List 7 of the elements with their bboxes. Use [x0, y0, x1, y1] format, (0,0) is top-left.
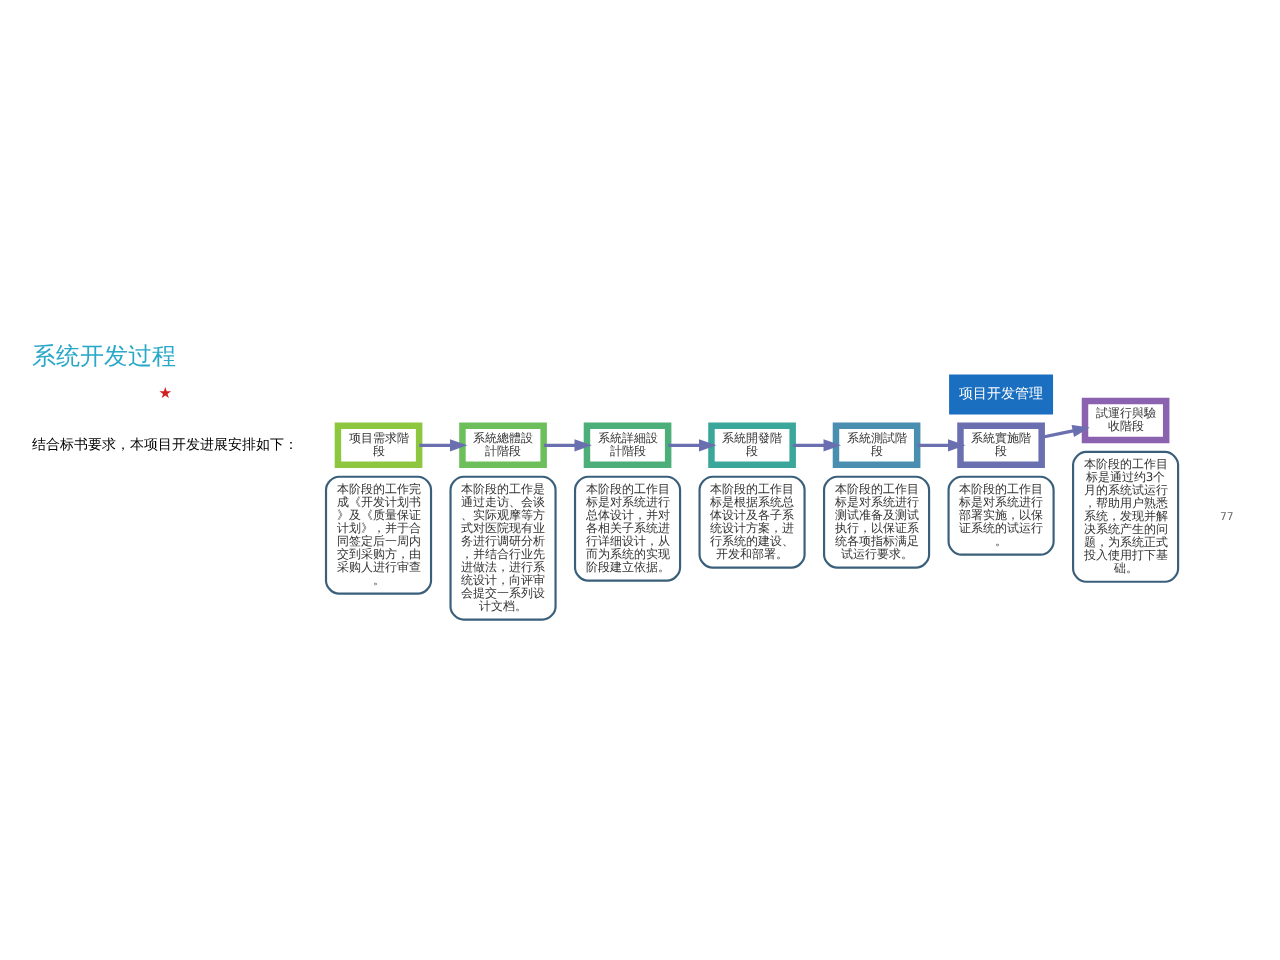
arrow — [1041, 425, 1090, 439]
diagram-title: 系统开发过程 — [31, 341, 176, 370]
arrow — [792, 439, 841, 452]
arrow — [917, 439, 966, 452]
arrow — [668, 439, 717, 452]
arrow — [543, 439, 592, 452]
arrow — [419, 439, 468, 452]
